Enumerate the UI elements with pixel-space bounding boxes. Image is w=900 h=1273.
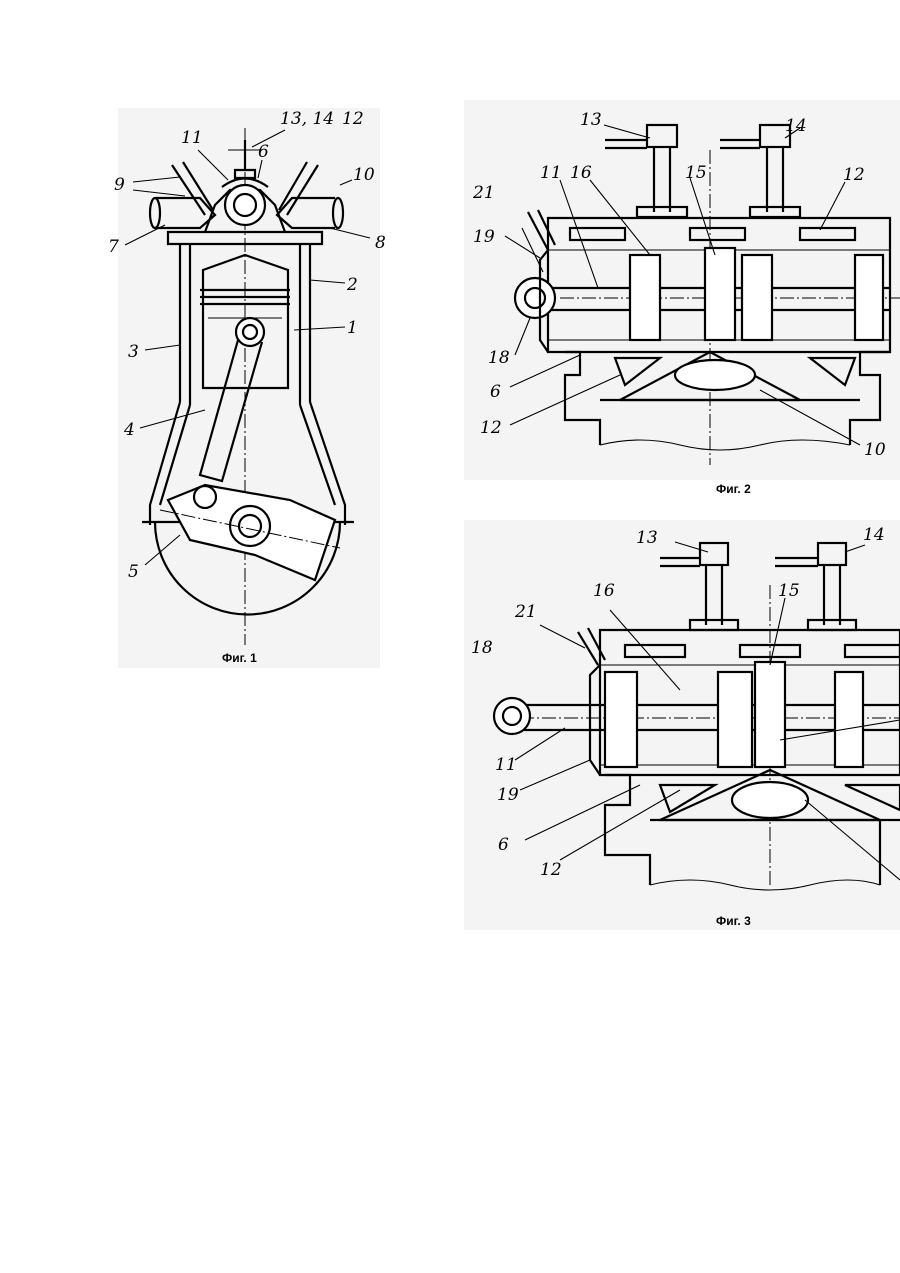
fig3-label-21: 21 <box>514 602 537 622</box>
fig3-label-13: 13 <box>636 528 658 548</box>
figure-2-valve-shaft-view <box>464 100 900 480</box>
fig1-label-2: 2 <box>346 275 358 295</box>
fig1-label-4: 4 <box>123 420 135 440</box>
fig2-label-11: 11 <box>540 163 562 183</box>
fig1-label-7: 7 <box>108 237 119 257</box>
fig1-caption: Фиг. 1 <box>222 651 257 665</box>
fig2-label-16: 16 <box>570 163 592 183</box>
fig1-label-11: 11 <box>181 128 203 148</box>
fig3-label-11: 11 <box>495 755 517 775</box>
fig1-label-5: 5 <box>128 562 139 582</box>
fig3-label-19: 19 <box>497 785 519 805</box>
fig3-label-14: 14 <box>863 525 885 545</box>
fig3-label-6: 6 <box>498 835 509 855</box>
fig3-label-15: 15 <box>778 581 800 601</box>
fig1-label-6: 6 <box>258 142 269 162</box>
fig3-label-18: 18 <box>471 638 493 658</box>
figure-1-engine-cross-section <box>118 108 380 668</box>
fig2-label-21: 21 <box>472 183 495 203</box>
fig2-label-10: 10 <box>864 440 886 460</box>
fig1-label-8: 8 <box>375 233 386 253</box>
fig2-label-13: 13 <box>580 110 602 130</box>
figure-3-valve-shaft-view <box>464 520 900 930</box>
fig2-caption: Фиг. 2 <box>716 482 751 496</box>
fig2-label-19: 19 <box>473 227 495 247</box>
fig1-label-12: 12 <box>342 109 364 129</box>
fig2-label-6: 6 <box>490 382 501 402</box>
fig1-label-10: 10 <box>353 165 375 185</box>
fig3-label-12: 12 <box>540 860 562 880</box>
fig2-label-18: 18 <box>488 348 510 368</box>
fig2-label-12-bottom: 12 <box>480 418 502 438</box>
fig2-label-15: 15 <box>685 163 707 183</box>
fig1-label-13-14: 13, 14 <box>280 109 334 129</box>
fig3-label-16: 16 <box>593 581 615 601</box>
fig1-label-3: 3 <box>128 342 139 362</box>
fig2-label-14: 14 <box>785 116 807 136</box>
fig1-label-1: 1 <box>347 318 358 338</box>
fig3-caption: Фиг. 3 <box>716 914 751 928</box>
fig1-label-9: 9 <box>114 175 125 195</box>
fig2-label-12-top: 12 <box>843 165 865 185</box>
